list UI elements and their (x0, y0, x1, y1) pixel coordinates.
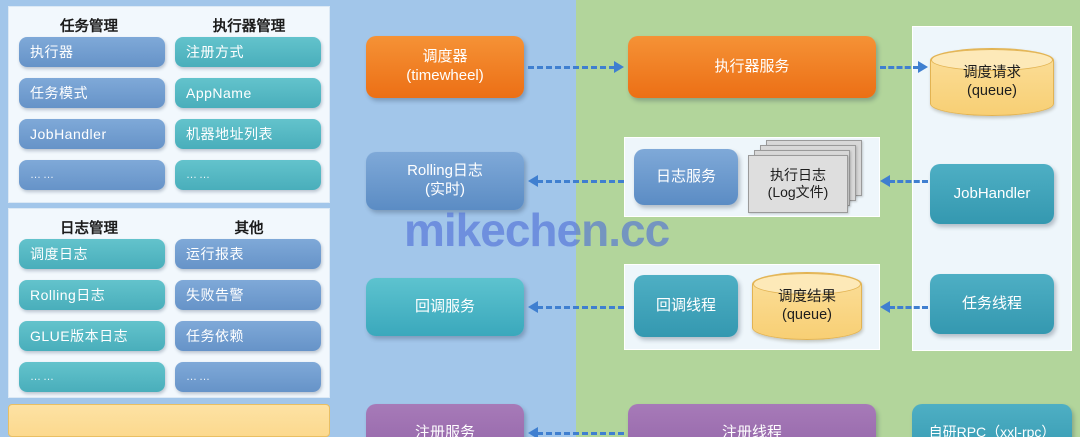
box-log-service-label: 日志服务 (655, 167, 716, 185)
box-register-thread[interactable]: 注册线程 (628, 404, 876, 437)
arrow-callback-thread-to-callback-service (528, 301, 624, 313)
arrow-register-thread-to-register-service (528, 427, 624, 437)
panel-heading-executor-management: 执行器管理 (212, 19, 286, 35)
pill-task-more[interactable]: …… (19, 160, 165, 190)
box-rolling-log[interactable]: Rolling日志 (实时) (366, 152, 524, 210)
arrow-head (614, 61, 624, 73)
pill-exec-appname[interactable]: AppName (175, 78, 321, 108)
arrow-log-service-to-rolling-log (528, 175, 624, 187)
arrow-task-thread-to-result-queue (880, 301, 928, 313)
arrow-jobhandler-to-log-service (880, 175, 928, 187)
admin-panel-top: 任务管理 执行器管理 执行器 任务模式 JobHandler …… 注册方式 A… (8, 6, 330, 203)
pill-task-executor[interactable]: 执行器 (19, 37, 165, 67)
pill-exec-more[interactable]: …… (175, 160, 321, 190)
queue-schedule-request-line1: 调度请求 (963, 64, 1021, 81)
arrow-line (889, 180, 928, 183)
queue-schedule-result: 调度结果 (queue) (752, 272, 862, 340)
arrow-line (880, 66, 919, 69)
admin-bottom-bar (8, 404, 330, 437)
box-scheduler-line2: (timewheel) (406, 67, 484, 84)
arrow-scheduler-to-executor-service (528, 61, 624, 73)
log-files-line1: 执行日志 (770, 166, 826, 183)
box-register-service-label: 注册服务 (414, 423, 475, 437)
log-files-icon: 执行日志 (Log文件) (748, 140, 870, 216)
box-log-service[interactable]: 日志服务 (634, 149, 738, 205)
pill-log-rolling[interactable]: Rolling日志 (19, 280, 165, 310)
queue-schedule-result-line1: 调度结果 (778, 288, 836, 305)
queue-schedule-request-line2: (queue) (967, 83, 1017, 99)
box-scheduler[interactable]: 调度器 (timewheel) (366, 36, 524, 98)
arrow-head (528, 301, 538, 313)
box-task-thread-label: 任务线程 (961, 294, 1022, 312)
box-callback-service[interactable]: 回调服务 (366, 278, 524, 336)
arrow-line (537, 180, 624, 183)
box-callback-thread[interactable]: 回调线程 (634, 275, 738, 337)
arrow-line (889, 306, 928, 309)
box-xxl-rpc[interactable]: 自研RPC（xxl-rpc） (912, 404, 1072, 437)
pill-exec-address-list[interactable]: 机器地址列表 (175, 119, 321, 149)
queue-schedule-result-line2: (queue) (782, 307, 832, 323)
arrow-head (528, 427, 538, 437)
arrow-line (537, 432, 624, 435)
panel-heading-task-management: 任务管理 (60, 19, 118, 35)
box-executor-service[interactable]: 执行器服务 (628, 36, 876, 98)
box-jobhandler-label: JobHandler (953, 184, 1031, 202)
queue-schedule-request: 调度请求 (queue) (930, 48, 1054, 116)
arrow-line (528, 66, 615, 69)
box-register-thread-label: 注册线程 (721, 423, 782, 437)
pill-other-report[interactable]: 运行报表 (175, 239, 321, 269)
box-executor-service-label: 执行器服务 (714, 57, 790, 75)
box-rolling-log-line1: Rolling日志 (407, 162, 483, 180)
pill-other-task-dep[interactable]: 任务依赖 (175, 321, 321, 351)
pill-exec-register-mode[interactable]: 注册方式 (175, 37, 321, 67)
arrow-executor-service-to-request-queue (880, 61, 928, 73)
box-rolling-log-line2: (实时) (425, 181, 465, 198)
log-files-line2: (Log文件) (767, 184, 829, 200)
pill-log-schedule[interactable]: 调度日志 (19, 239, 165, 269)
panel-heading-other: 其他 (234, 221, 264, 237)
pill-other-more[interactable]: …… (175, 362, 321, 392)
arrow-head (918, 61, 928, 73)
arrow-line (537, 306, 624, 309)
pill-task-jobhandler[interactable]: JobHandler (19, 119, 165, 149)
box-jobhandler[interactable]: JobHandler (930, 164, 1054, 224)
arrow-head (528, 175, 538, 187)
box-register-service[interactable]: 注册服务 (366, 404, 524, 437)
box-scheduler-line1: 调度器 (422, 48, 468, 66)
arrow-head (880, 301, 890, 313)
log-file-front: 执行日志 (Log文件) (748, 155, 848, 213)
pill-log-more[interactable]: …… (19, 362, 165, 392)
box-callback-thread-label: 回调线程 (655, 296, 716, 314)
pill-task-mode[interactable]: 任务模式 (19, 78, 165, 108)
box-callback-service-label: 回调服务 (414, 297, 475, 315)
pill-log-glue[interactable]: GLUE版本日志 (19, 321, 165, 351)
box-xxl-rpc-label: 自研RPC（xxl-rpc） (928, 424, 1056, 437)
panel-heading-log-management: 日志管理 (60, 221, 118, 237)
box-task-thread[interactable]: 任务线程 (930, 274, 1054, 334)
pill-other-fail-alarm[interactable]: 失败告警 (175, 280, 321, 310)
arrow-head (880, 175, 890, 187)
admin-panel-bottom: 日志管理 其他 调度日志 Rolling日志 GLUE版本日志 …… 运行报表 … (8, 208, 330, 398)
